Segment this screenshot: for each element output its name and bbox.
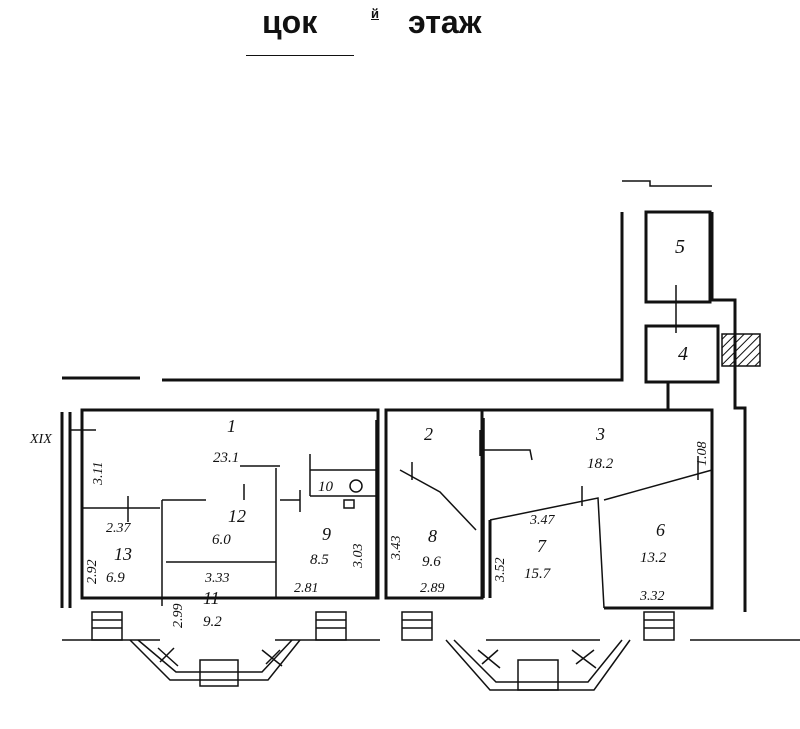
room-4-number: 4 — [678, 343, 688, 365]
dim-3-11: 3.11 — [91, 462, 106, 486]
room-8-number: 8 — [428, 526, 437, 546]
dim-3-43: 3.43 — [389, 536, 404, 562]
room-5-number: 5 — [675, 236, 685, 258]
margin-mark: XIX — [29, 432, 52, 447]
room-6-area: 13.2 — [640, 550, 667, 566]
room-6-number: 6 — [656, 520, 665, 540]
room-7-area: 15.7 — [524, 566, 552, 582]
dim-3-33: 3.33 — [204, 571, 230, 586]
room-11-number: 11 — [203, 588, 220, 608]
service-block — [644, 210, 761, 410]
dim-3-03: 3.03 — [351, 544, 366, 570]
room-1-number: 1 — [227, 416, 236, 436]
room-13-number: 13 — [114, 544, 132, 564]
dim-2-92: 2.92 — [85, 560, 100, 585]
room-10-number: 10 — [318, 479, 334, 495]
room-9-number: 9 — [322, 524, 331, 544]
dim-2-89: 2.89 — [420, 581, 445, 596]
room-9-area: 8.5 — [310, 552, 329, 568]
room-2-number: 2 — [424, 424, 433, 444]
dim-3-47: 3.47 — [529, 513, 556, 528]
room-11-area: 9.2 — [203, 614, 222, 630]
room-1-area: 23.1 — [213, 450, 239, 466]
dim-2-99: 2.99 — [171, 604, 186, 629]
room-8-area: 9.6 — [422, 554, 441, 570]
floor-title-superscript: й — [371, 6, 379, 21]
room-3-area: 18.2 — [587, 456, 614, 472]
room-3-number: 3 — [595, 424, 605, 444]
main-walls — [70, 408, 714, 610]
dim-1-08: 1.08 — [695, 442, 710, 467]
room-7-number: 7 — [537, 536, 547, 556]
dim-3-52: 3.52 — [493, 558, 508, 584]
room-12-number: 12 — [228, 506, 246, 526]
dim-2-81: 2.81 — [294, 581, 319, 596]
floor-title-left: цок — [262, 4, 318, 40]
floor-title-right: этаж — [408, 4, 482, 40]
dim-3-32: 3.32 — [639, 589, 665, 604]
room-12-area: 6.0 — [212, 532, 231, 548]
bay-windows — [91, 611, 675, 691]
dim-2-37: 2.37 — [106, 521, 132, 536]
stair-hatch — [721, 333, 761, 367]
title-underline — [246, 55, 354, 56]
room-13-area: 6.9 — [106, 570, 125, 586]
